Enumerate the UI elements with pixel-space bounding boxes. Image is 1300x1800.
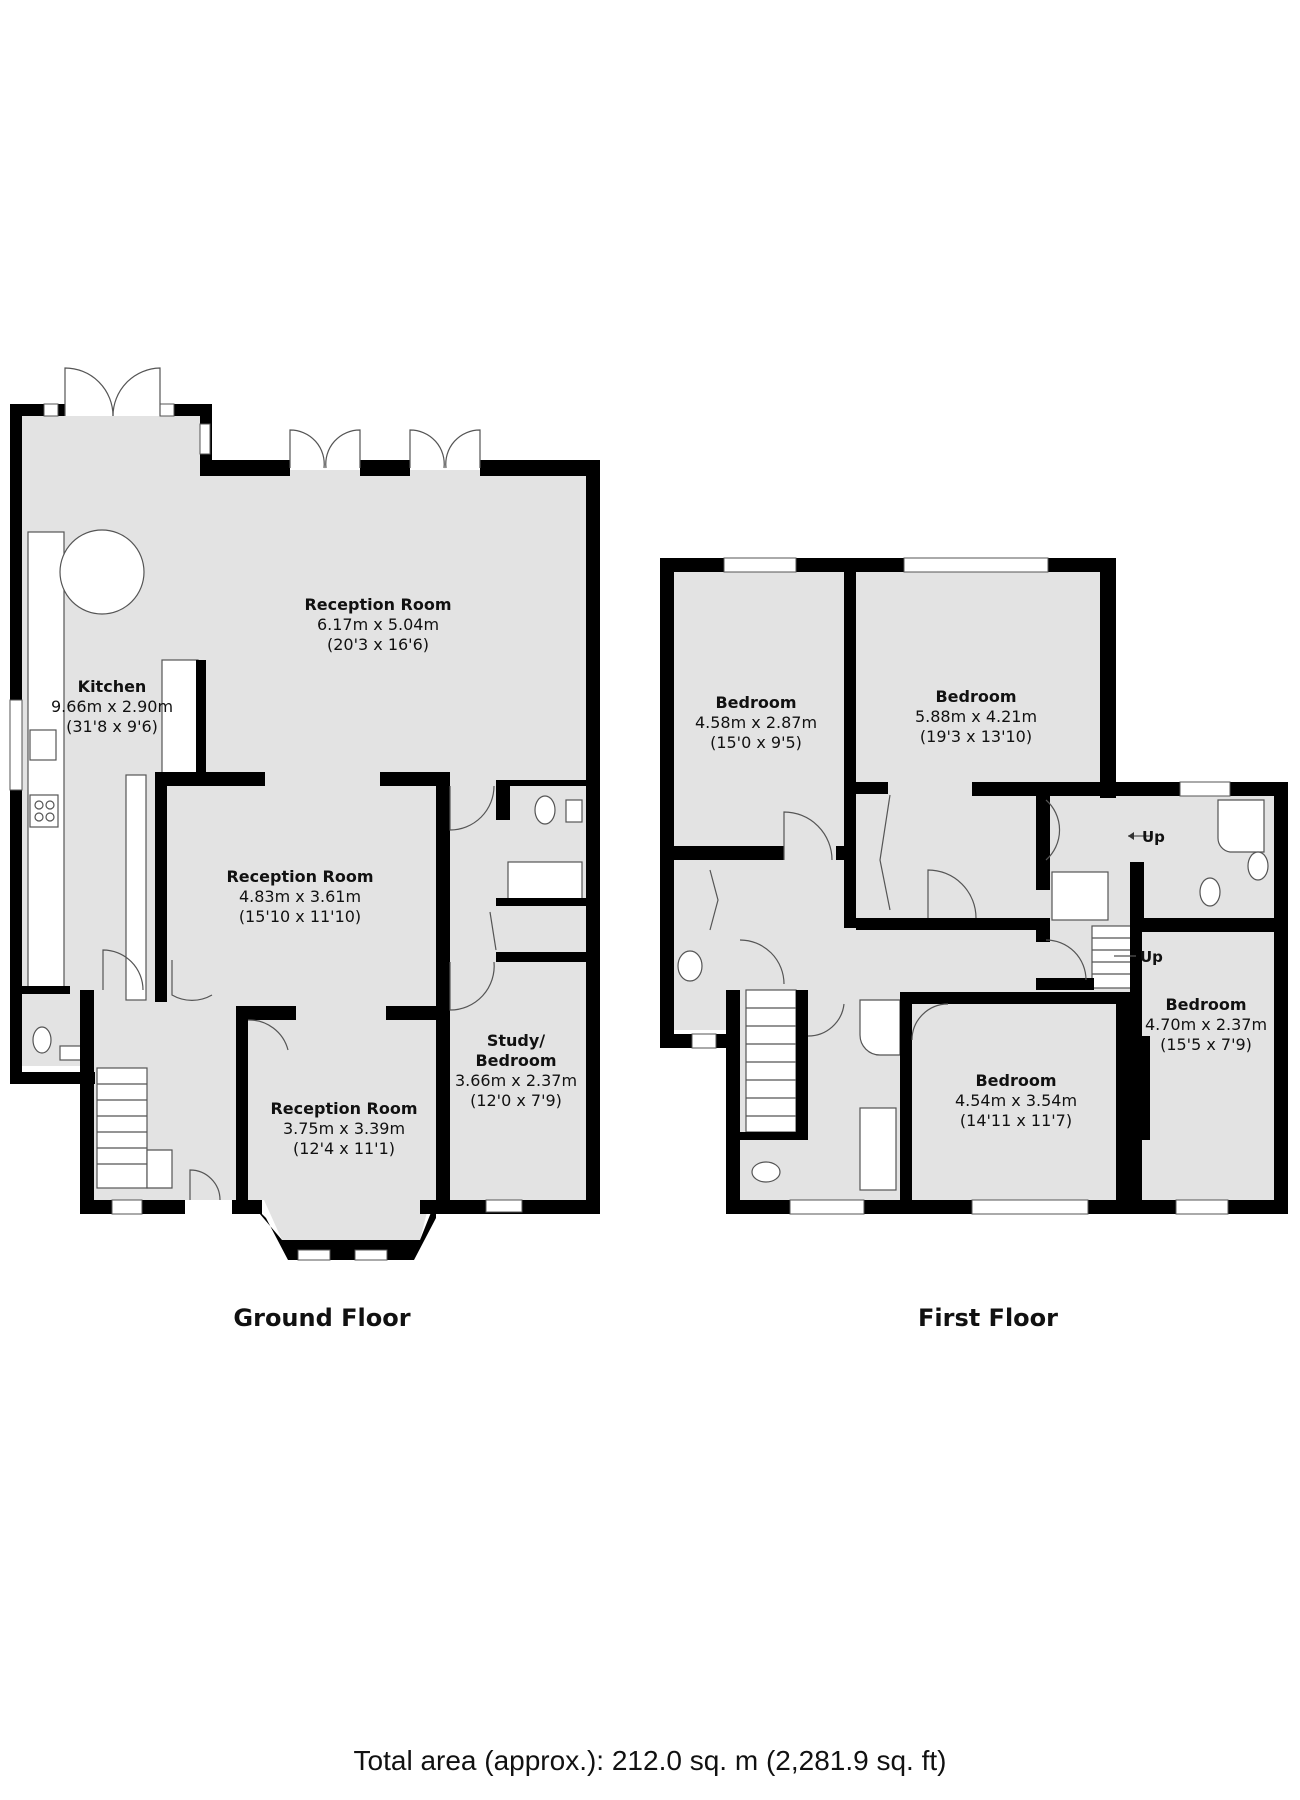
study-metric: 3.66m x 2.37m [455, 1071, 577, 1090]
bedroom-4-name: Bedroom [1165, 995, 1246, 1014]
up-label-landing: Up [1140, 948, 1163, 966]
first-floor-label: First Floor [918, 1304, 1058, 1332]
first-windows [691, 557, 1231, 1215]
sink [29, 729, 57, 761]
study-name-line1: Study/ [487, 1031, 545, 1050]
ensuite-wc [1199, 877, 1221, 907]
dining-table [59, 529, 145, 615]
first-walls [660, 558, 1288, 1214]
landing-stairs [1091, 925, 1137, 989]
bedroom-3-metric: 4.54m x 3.54m [955, 1091, 1077, 1110]
up-label-ensuite: Up [1142, 828, 1165, 846]
bedroom-2-imperial: (19'3 x 13'10) [920, 727, 1032, 746]
first-stairs [745, 989, 797, 1133]
total-area: Total area (approx.): 212.0 sq. m (2,281… [353, 1745, 947, 1776]
bath [507, 861, 583, 903]
wc-first [751, 1161, 781, 1183]
reception-front-imperial: (12'4 x 11'1) [293, 1139, 395, 1158]
shower-tray [1051, 871, 1109, 921]
bedroom-2-name: Bedroom [935, 687, 1016, 706]
first-floor-plan: Up Up Bedroom 4.58m x 2.87m (15'0 x 9'5)… [660, 557, 1288, 1332]
bedroom-1-name: Bedroom [715, 693, 796, 712]
first-doors [709, 794, 1087, 1041]
kitchen-counter [27, 531, 65, 993]
ground-floor-label: Ground Floor [233, 1304, 410, 1332]
kitchen-metric: 9.66m x 2.90m [51, 697, 173, 716]
reception-middle-name: Reception Room [226, 867, 373, 886]
shower-first [859, 999, 901, 1056]
kitchen-imperial: (31'8 x 9'6) [66, 717, 158, 736]
reception-rear-metric: 6.17m x 5.04m [317, 615, 439, 634]
reception-front-metric: 3.75m x 3.39m [283, 1119, 405, 1138]
kitchen-island [161, 659, 199, 776]
bedroom-2-metric: 5.88m x 4.21m [915, 707, 1037, 726]
bedroom-4-imperial: (15'5 x 7'9) [1160, 1035, 1252, 1054]
reception-front-name: Reception Room [270, 1099, 417, 1118]
hob [29, 794, 59, 828]
ensuite-basin [1247, 851, 1269, 881]
bath-first [859, 1107, 897, 1191]
up-arrows [1114, 832, 1150, 957]
basin-first [677, 950, 703, 982]
wc-2 [534, 795, 556, 825]
ground-stairs [96, 1067, 173, 1189]
basin-2 [565, 799, 583, 823]
kitchen-partition [125, 774, 147, 1001]
study-name-line2: Bedroom [475, 1051, 556, 1070]
ground-floor-plan: Kitchen 9.66m x 2.90m (31'8 x 9'6) Recep… [9, 367, 600, 1332]
bedroom-1-imperial: (15'0 x 9'5) [710, 733, 802, 752]
bedroom-4-metric: 4.70m x 2.37m [1145, 1015, 1267, 1034]
reception-middle-imperial: (15'10 x 11'10) [239, 907, 361, 926]
kitchen-name: Kitchen [78, 677, 147, 696]
ground-windows [9, 403, 523, 1261]
reception-rear-name: Reception Room [304, 595, 451, 614]
bedroom-1-metric: 4.58m x 2.87m [695, 713, 817, 732]
bedroom-3-name: Bedroom [975, 1071, 1056, 1090]
study-imperial: (12'0 x 7'9) [470, 1091, 562, 1110]
ground-doors [102, 785, 497, 1201]
bedroom-3-imperial: (14'11 x 11'7) [960, 1111, 1072, 1130]
french-doors [64, 367, 481, 469]
reception-middle-metric: 4.83m x 3.61m [239, 887, 361, 906]
ensuite-shower [1217, 799, 1265, 853]
wc [32, 1026, 52, 1054]
reception-rear-imperial: (20'3 x 16'6) [327, 635, 429, 654]
